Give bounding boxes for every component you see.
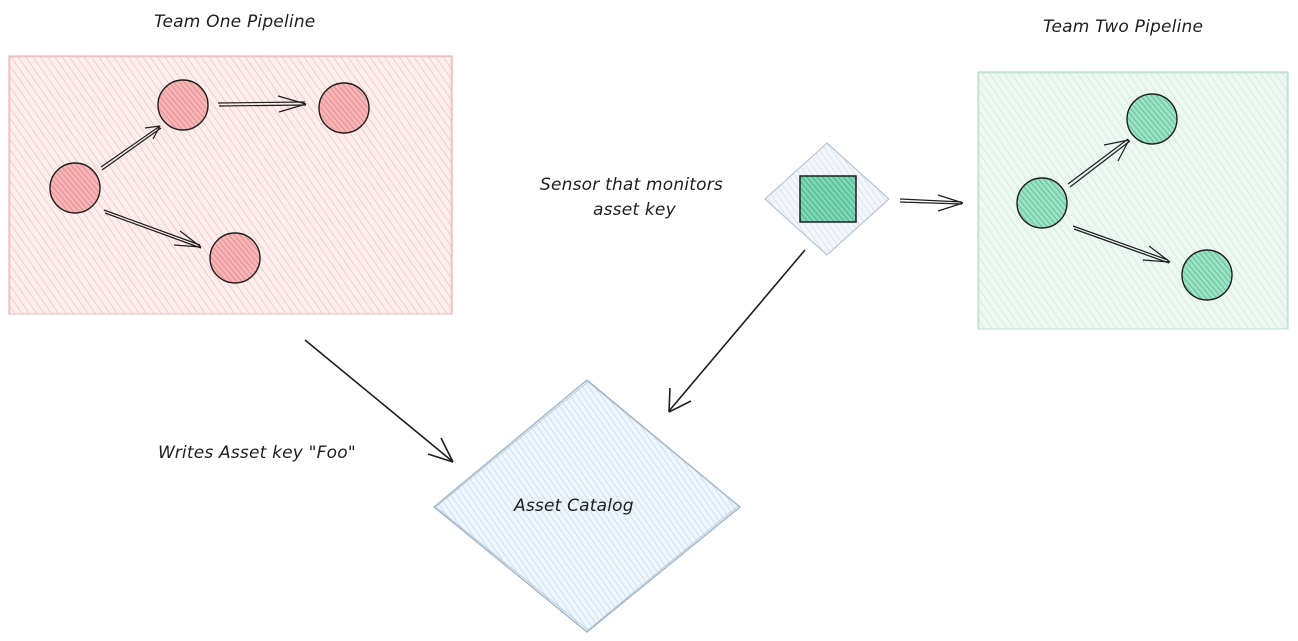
asset-catalog-diamond [432, 379, 742, 633]
sensor-label-line1: Sensor that monitors [540, 175, 723, 195]
team-one-arrow-source-to-bottom [103, 209, 202, 249]
team-one-node-bottom [209, 232, 261, 284]
team-two-node-bottom [1181, 249, 1233, 301]
team-two-arrow-source-to-top [1067, 138, 1131, 188]
sensor-square-icon [799, 175, 857, 223]
team-two-arrow-source-to-bottom [1072, 225, 1171, 264]
team-one-title: Team One Pipeline [154, 12, 316, 32]
asset-catalog-label: Asset Catalog [514, 496, 634, 516]
team-one-node-source [49, 162, 101, 214]
arrow-team-one-to-catalog [304, 339, 454, 463]
arrow-sensor-to-team-two [899, 194, 964, 212]
team-one-node-top [157, 79, 209, 131]
writes-asset-label: Writes Asset key "Foo" [158, 443, 356, 463]
arrow-sensor-to-catalog [668, 249, 806, 413]
team-two-title: Team Two Pipeline [1043, 17, 1204, 37]
team-one-node-top-right [318, 82, 370, 134]
team-one-arrow-source-to-top [100, 125, 162, 171]
team-two-node-top [1126, 93, 1178, 145]
team-two-node-source [1016, 177, 1068, 229]
sensor-label-line2: asset key [593, 200, 676, 220]
team-one-arrow-top-to-right [217, 95, 307, 113]
